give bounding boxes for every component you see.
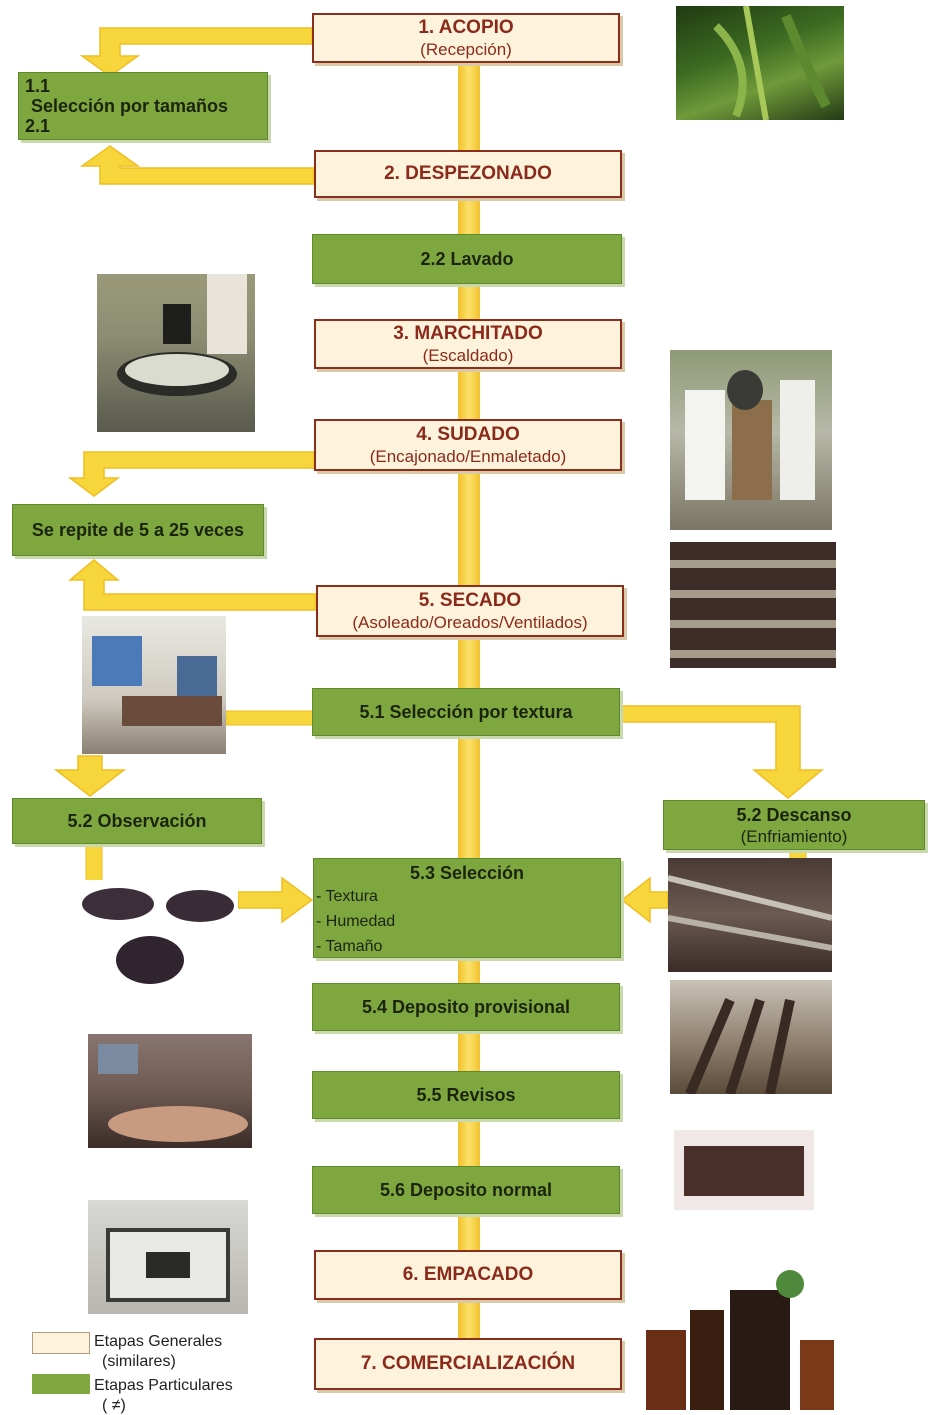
vacuum-packing-photo	[88, 1200, 248, 1314]
step-acopio: 1. ACOPIO (Recepción)	[312, 13, 620, 63]
seleccion-item-humedad: - Humedad	[316, 913, 396, 930]
step-comercializacion: 7. COMERCIALIZACIÓN	[314, 1338, 622, 1390]
step-despezonado: 2. DESPEZONADO	[314, 150, 622, 198]
arrow-secado-to-repite	[67, 559, 317, 611]
step-secado-title: 5. SECADO	[418, 589, 522, 611]
products-bottles-photo	[640, 1270, 876, 1410]
arrow-textura-to-descanso	[619, 705, 825, 799]
seleccion-tamanos-line2: Selección por tamaños	[31, 96, 229, 116]
step-seleccion-title: 5.3 Selección	[409, 863, 525, 883]
step-secado-sub: (Asoleado/Oreados/Ventilados)	[352, 612, 588, 632]
legend-general-line2: (similares)	[102, 1353, 176, 1370]
workers-sweating-photo	[670, 350, 832, 530]
step-marchitado: 3. MARCHITADO (Escaldado)	[314, 319, 622, 369]
hand-inspection-photo	[88, 1034, 252, 1148]
boiling-pot-photo	[97, 274, 255, 432]
arrow-acopio-to-seleccion	[79, 27, 313, 77]
step-marchitado-sub: (Escaldado)	[422, 345, 514, 365]
seleccion-item-tamano: - Tamaño	[316, 938, 383, 955]
legend-swatch-particular	[32, 1374, 90, 1394]
vanilla-bundles-photo	[78, 880, 238, 988]
legend-particular-line2: ( ≠)	[102, 1397, 126, 1414]
step-seleccion-textura: 5.1 Selección por textura	[312, 688, 620, 736]
step-lavado-title: 2.2 Lavado	[420, 249, 514, 269]
packed-bundle-photo	[674, 1130, 814, 1210]
step-seleccion-textura-title: 5.1 Selección por textura	[359, 702, 573, 722]
arrow-bundles-to-seleccion	[237, 876, 314, 924]
step-acopio-sub: (Recepción)	[420, 39, 512, 59]
storage-rows-photo	[670, 980, 832, 1094]
step-empacado-title: 6. EMPACADO	[402, 1264, 534, 1285]
vanilla-plant-photo	[676, 6, 844, 120]
arrow-descanso-to-seleccion	[620, 876, 669, 924]
step-deposito-normal: 5.6 Deposito normal	[312, 1166, 620, 1214]
step-empacado: 6. EMPACADO	[314, 1250, 622, 1300]
step-revisos-title: 5.5 Revisos	[416, 1085, 516, 1105]
step-lavado: 2.2 Lavado	[312, 234, 622, 284]
step-observacion-title: 5.2 Observación	[67, 811, 207, 831]
step-sudado-sub: (Encajonado/Enmaletado)	[369, 446, 567, 466]
step-descanso-title: 5.2 Descanso	[736, 804, 852, 825]
step-revisos: 5.5 Revisos	[312, 1071, 620, 1119]
step-descanso-sub: (Enfriamiento)	[740, 826, 848, 846]
step-repite: Se repite de 5 a 25 veces	[12, 504, 264, 556]
step-descanso: 5.2 Descanso (Enfriamiento)	[663, 800, 925, 850]
seleccion-tamanos-line3: 2.1	[25, 116, 51, 136]
step-seleccion: 5.3 Selección - Textura - Humedad - Tama…	[313, 858, 621, 958]
step-repite-title: Se repite de 5 a 25 veces	[31, 520, 245, 540]
step-despezonado-title: 2. DESPEZONADO	[384, 163, 552, 184]
step-secado: 5. SECADO (Asoleado/Oreados/Ventilados)	[316, 585, 624, 637]
seleccion-tamanos-line1: 1.1	[25, 76, 51, 96]
step-acopio-title: 1. ACOPIO	[418, 16, 514, 38]
step-deposito-provisional: 5.4 Deposito provisional	[312, 983, 620, 1031]
legend-particular-line1: Etapas Particulares	[94, 1377, 233, 1394]
step-deposito-provisional-title: 5.4 Deposito provisional	[361, 997, 571, 1017]
step-seleccion-tamanos: 1.1 Selección por tamaños 2.1	[18, 72, 268, 140]
legend-swatch-general	[32, 1332, 90, 1354]
sorting-workers-photo	[82, 616, 226, 754]
step-sudado-title: 4. SUDADO	[416, 423, 520, 445]
arrow-textura-to-observacion	[53, 755, 127, 797]
step-marchitado-title: 3. MARCHITADO	[393, 322, 543, 344]
legend-general-line1: Etapas Generales	[94, 1333, 223, 1350]
connector-sorting-photo	[225, 710, 317, 726]
arrow-despezonado-to-seleccion	[79, 145, 315, 185]
resting-pods-photo	[668, 858, 832, 972]
step-comercializacion-title: 7. COMERCIALIZACIÓN	[360, 1353, 576, 1374]
step-observacion: 5.2 Observación	[12, 798, 262, 844]
seleccion-item-textura: - Textura	[316, 888, 378, 905]
arrow-sudado-to-repite	[67, 451, 315, 497]
step-deposito-normal-title: 5.6 Deposito normal	[379, 1180, 553, 1200]
step-sudado: 4. SUDADO (Encajonado/Enmaletado)	[314, 419, 622, 471]
drying-racks-photo	[670, 542, 836, 668]
